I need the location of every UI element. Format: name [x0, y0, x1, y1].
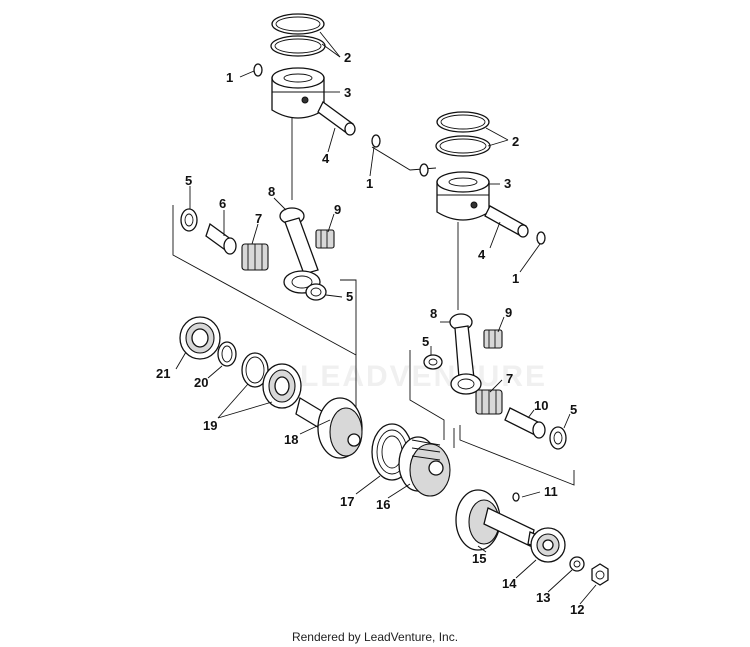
crank-pin-b[interactable]	[504, 407, 546, 439]
callout-5-washer-a2: 5	[346, 289, 353, 304]
small-needle-bearing-a[interactable]	[315, 229, 335, 249]
piston-a[interactable]	[271, 67, 325, 119]
callout-5-washer-b: 5	[422, 334, 429, 349]
callout-6-pin: 6	[219, 196, 226, 211]
clip-a[interactable]	[253, 63, 263, 77]
needle-bearing-a[interactable]	[241, 243, 269, 271]
callout-20-shim: 20	[194, 375, 208, 390]
thrust-washer-b[interactable]	[423, 354, 443, 370]
watermark-logo: LEADVENTURE	[300, 360, 548, 393]
callout-8-rod-a: 8	[268, 184, 275, 199]
piston-rings-a[interactable]	[270, 13, 326, 57]
callout-2-rings-b: 2	[512, 134, 519, 149]
main-bearing-left[interactable]	[179, 316, 221, 360]
callout-9-small-needle-a: 9	[334, 202, 341, 217]
footer-credit: Rendered by LeadVenture, Inc.	[291, 630, 459, 644]
callout-1-clip-mid: 1	[366, 176, 373, 191]
callout-8-rod-b: 8	[430, 306, 437, 321]
wrist-pin-b[interactable]	[484, 205, 529, 238]
woodruff-key[interactable]	[512, 492, 520, 502]
bearing-pair[interactable]	[241, 352, 302, 409]
callout-15-crank-right: 15	[472, 551, 486, 566]
crankshaft-center[interactable]	[398, 436, 451, 497]
piston-b[interactable]	[436, 171, 490, 221]
callout-18-crank-left: 18	[284, 432, 298, 447]
thrust-washer-a2[interactable]	[305, 283, 327, 301]
callout-2-rings-a: 2	[344, 50, 351, 65]
main-bearing-right[interactable]	[530, 527, 566, 563]
callout-11-key: 11	[544, 484, 558, 499]
clip-mid[interactable]	[371, 134, 381, 148]
callout-17-seal: 17	[340, 494, 354, 509]
crank-pin-a[interactable]	[205, 222, 237, 255]
thrust-washer-b2[interactable]	[549, 426, 567, 450]
crankshaft-left[interactable]	[295, 396, 363, 459]
needle-bearing-b[interactable]	[475, 389, 503, 415]
callout-19-bearing-pair: 19	[203, 418, 217, 433]
clip-b[interactable]	[536, 231, 546, 245]
thrust-washer-a[interactable]	[180, 208, 198, 232]
callout-5-washer-b2: 5	[570, 402, 577, 417]
callout-3-piston-a: 3	[344, 85, 351, 100]
callout-3-piston-b: 3	[504, 176, 511, 191]
connecting-rod-a[interactable]	[279, 118, 321, 294]
clip-b-upper[interactable]	[419, 163, 429, 177]
callout-13-washer: 13	[536, 590, 550, 605]
wrist-pin-a[interactable]	[317, 101, 356, 136]
callout-4-pin-a: 4	[322, 151, 330, 166]
callout-7-needle-a: 7	[255, 211, 262, 226]
callout-10-pin-b: 10	[534, 398, 548, 413]
callout-1-clip-a: 1	[226, 70, 233, 85]
callout-16-crank-center: 16	[376, 497, 390, 512]
small-needle-bearing-b[interactable]	[483, 329, 503, 349]
callout-21-bearing-left: 21	[156, 366, 170, 381]
callout-12-nut: 12	[570, 602, 584, 617]
callout-5-washer-a: 5	[185, 173, 192, 188]
crankshaft-right[interactable]	[455, 489, 545, 551]
callout-7-needle-b: 7	[506, 371, 513, 386]
callout-4-pin-b: 4	[478, 247, 486, 262]
callout-14-bearing-right: 14	[502, 576, 517, 591]
callout-1-clip-b: 1	[512, 271, 519, 286]
piston-rings-b[interactable]	[435, 111, 491, 157]
shim-ring[interactable]	[217, 341, 237, 367]
crank-nut[interactable]	[591, 563, 609, 586]
callout-9-small-needle-b: 9	[505, 305, 512, 320]
lock-washer[interactable]	[569, 556, 585, 572]
connecting-rod-b[interactable]	[449, 222, 482, 395]
